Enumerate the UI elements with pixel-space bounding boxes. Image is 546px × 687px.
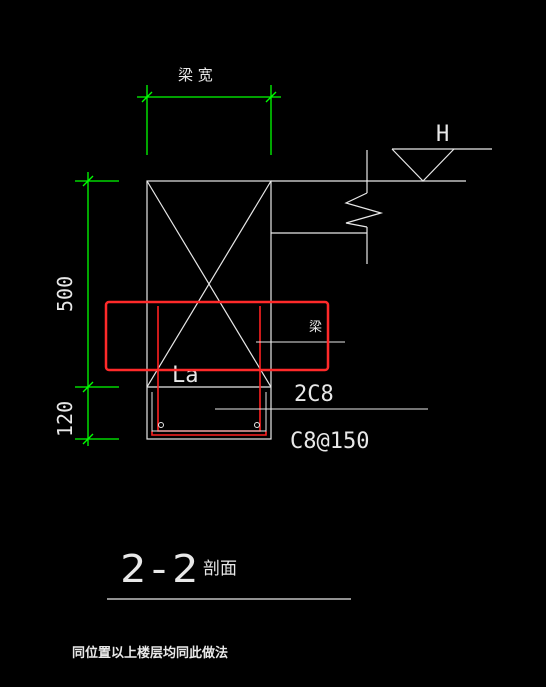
beam-section (146, 180, 272, 440)
leader-lines (215, 341, 428, 410)
bottom-bars-label: 2C8 (294, 382, 334, 407)
elevation-label: H (436, 122, 449, 147)
height-dimension (75, 172, 119, 446)
section-title-text: 剖面 (203, 559, 237, 579)
section-title-number: 2-2 (120, 547, 198, 591)
bottom-bar-right (254, 422, 260, 428)
elevation-symbol (391, 148, 492, 182)
anchorage-label: La (172, 363, 199, 388)
stirrups-label: C8@150 (290, 429, 369, 454)
dim-500-label: 500 (53, 276, 77, 312)
beam-width-label: 梁 宽 (178, 66, 213, 84)
bottom-bar-left (158, 422, 164, 428)
beam-width-dimension (137, 85, 281, 155)
slab-section (271, 150, 466, 264)
dim-120-label: 120 (53, 401, 77, 437)
beam-label: 梁 (309, 320, 322, 335)
floor-note: 同位置以上楼层均同此做法 (72, 645, 228, 661)
stirrup-inner (151, 392, 267, 432)
highlight-box (104, 300, 330, 372)
